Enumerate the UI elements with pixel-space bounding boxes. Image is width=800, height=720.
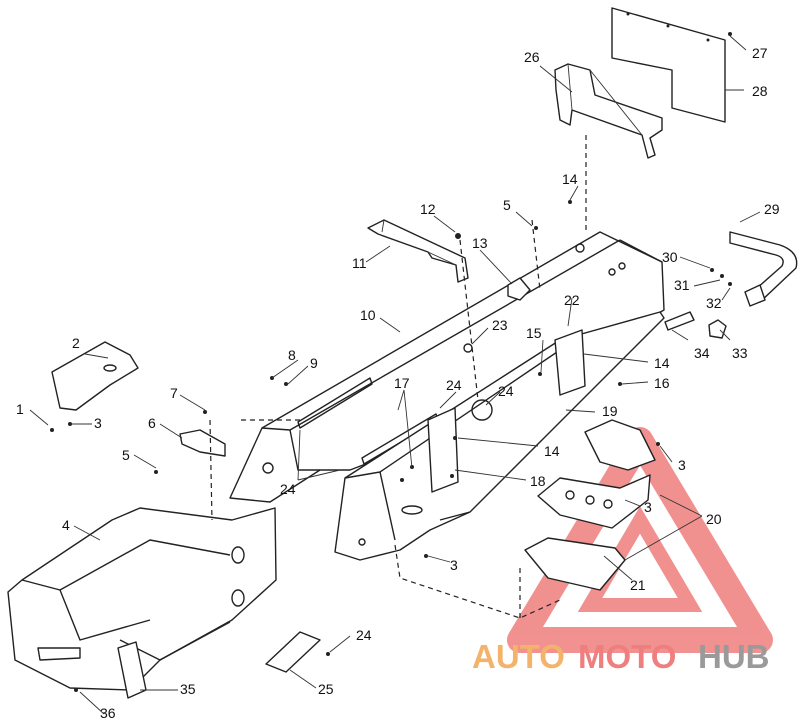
callout-24d: 18 [530,473,546,489]
callout-1: 1 [16,401,24,417]
part-25-chassis [334,311,665,561]
callout-35: 35 [180,681,196,697]
callout-24a: 15 [526,325,542,341]
part-15-bracket [554,63,663,159]
callout-33: 24 [356,627,372,643]
callout-27: 21 [630,577,646,593]
callout-30: 24 [498,383,514,399]
callout-16: 27 [752,45,768,61]
callout-7: 7 [170,385,178,401]
callout-labels: 26 27 28 29 30 31 32 33 34 14 5 12 13 11… [16,45,780,720]
callout-3c: 3 [678,457,686,473]
callout-22: 33 [732,345,748,361]
callout-15: 26 [524,49,540,65]
part-lower-hidden-outline [394,544,561,619]
callout-24b: 16 [654,375,670,391]
callout-14b: 14 [654,355,670,371]
part-22-23 [664,311,727,339]
part-26-bracket-upper [537,474,651,529]
callout-19: 30 [662,249,678,265]
callout-21: 32 [706,295,722,311]
part-13 [507,277,531,301]
callout-8: 8 [288,347,296,363]
watermark-text: AUTO MOTO HUB [472,638,770,675]
assembly-lines [209,135,587,521]
leader-lines [29,35,761,715]
callout-5a: 5 [122,447,130,463]
callout-4: 4 [62,517,70,533]
callout-12: 12 [420,201,436,217]
watermark-hub: HUB [698,638,770,675]
callout-28: 22 [564,292,580,308]
callout-20: 31 [674,277,690,293]
callout-3d: 3 [644,499,652,515]
callout-2: 2 [72,335,80,351]
callout-10: 10 [360,307,376,323]
hardware-dots [50,32,732,692]
callout-14a: 14 [562,171,578,187]
callout-32: 24 [280,481,296,497]
callout-9: 9 [310,355,318,371]
callout-5b: 5 [503,197,511,213]
part-11-bracket [367,219,469,283]
callout-13: 13 [472,235,488,251]
callout-14c: 14 [544,443,560,459]
part-6-bracket [179,429,226,457]
callout-29: 23 [492,317,508,333]
part-34-plate [265,631,321,673]
part-18-handle [729,231,798,307]
callout-3b: 3 [450,557,458,573]
callout-3a: 3 [94,415,102,431]
callout-23: 34 [694,345,710,361]
watermark-auto: AUTO [472,638,565,675]
callout-26: 20 [706,511,722,527]
watermark-moto: MOTO [578,638,676,675]
callout-11: 11 [352,255,367,271]
part-2-bracket [51,341,139,411]
part-block-right [584,419,656,471]
callout-6: 6 [148,415,156,431]
callout-17: 28 [752,83,768,99]
callout-31: 24 [446,377,462,393]
callout-18: 29 [764,201,780,217]
part-4-front-frame [7,507,277,699]
callout-24c: 17 [394,375,410,391]
callout-34: 25 [318,681,334,697]
callout-25: 19 [602,403,618,419]
part-17-panel [611,7,726,123]
callout-36: 36 [100,705,116,720]
